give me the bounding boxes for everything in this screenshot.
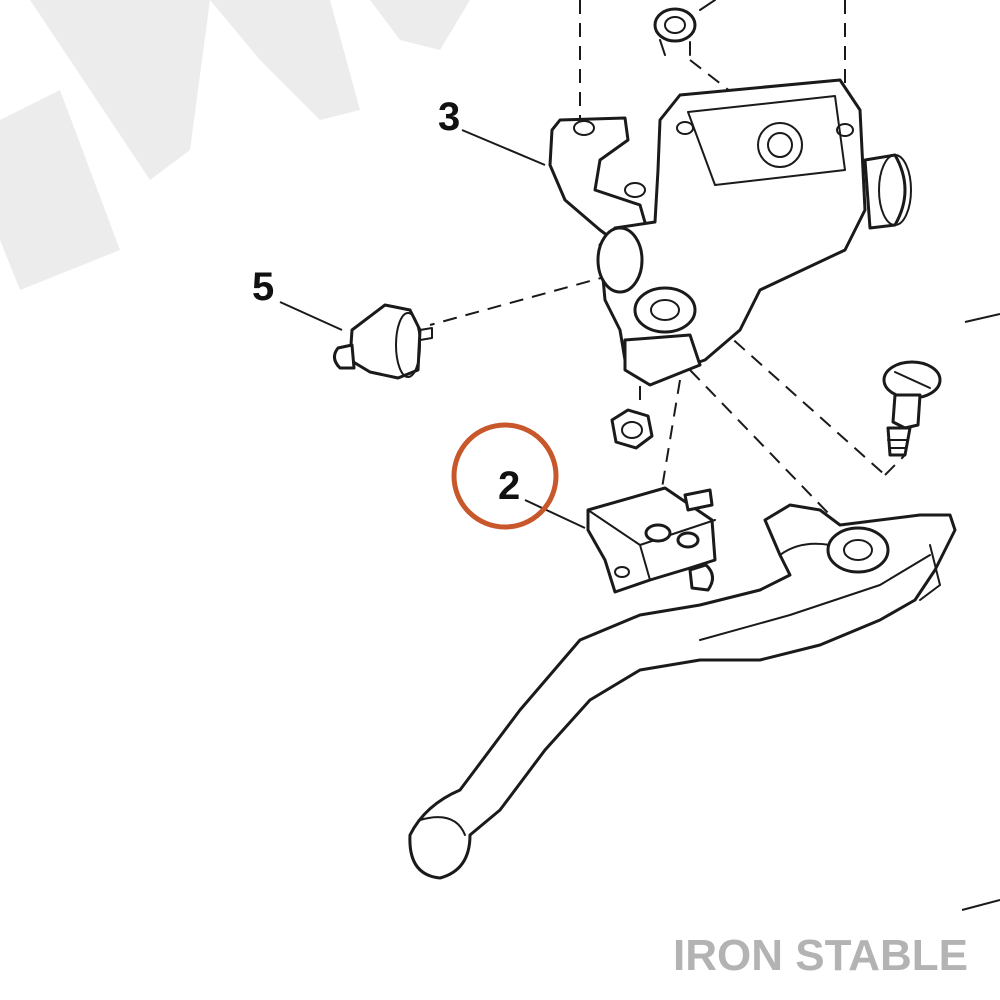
edge-lines — [961, 313, 1000, 911]
stoplight-switch-icon — [586, 486, 717, 594]
lever-icon — [408, 503, 957, 880]
nut-icon — [610, 408, 654, 450]
highlight-ring — [451, 422, 559, 530]
watermark — [0, 0, 470, 290]
master-cylinder — [548, 78, 912, 387]
clip-icon — [653, 0, 716, 56]
callout-3: 3 — [438, 95, 460, 139]
callout-2: 2 — [498, 464, 520, 508]
screw-icon — [882, 360, 942, 457]
callout-leaders — [279, 129, 586, 529]
pivot-pin-icon — [333, 303, 433, 380]
callout-5: 5 — [252, 265, 274, 309]
brand-watermark: IRON STABLE — [673, 931, 968, 980]
